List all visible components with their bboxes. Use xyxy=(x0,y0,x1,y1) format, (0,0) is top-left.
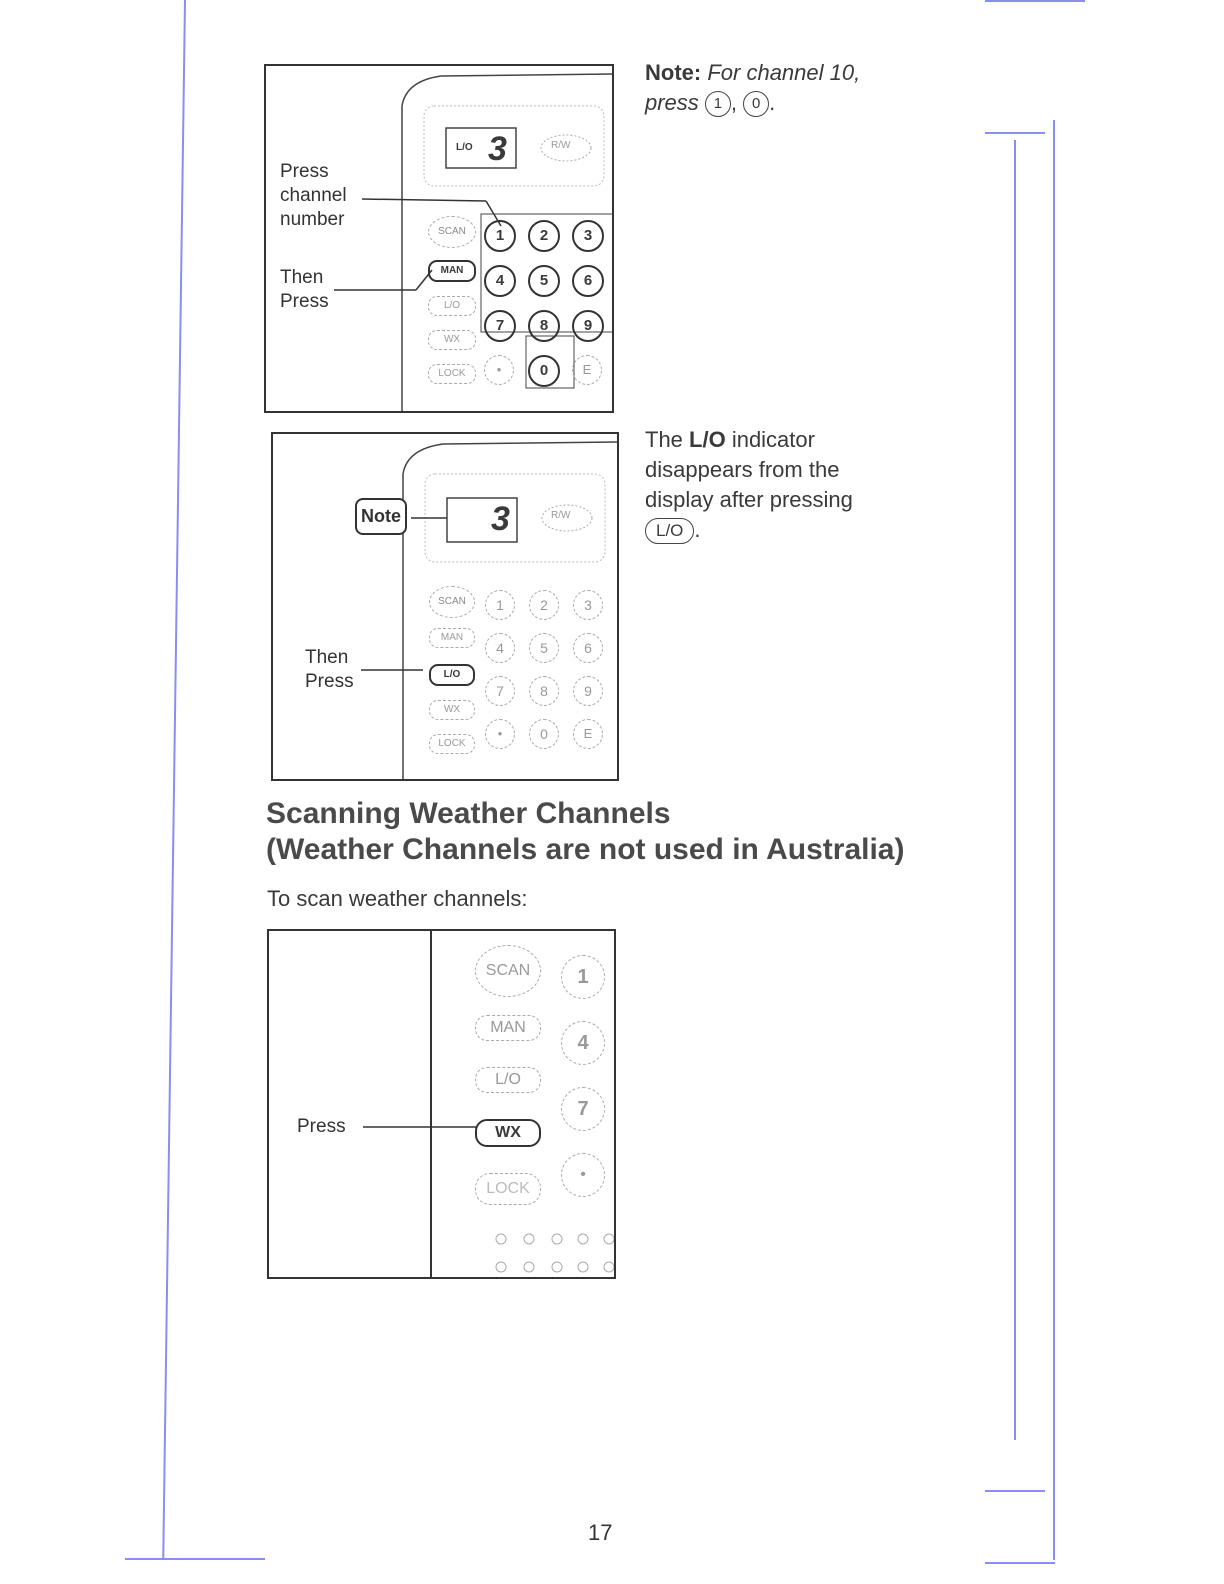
rw-indicator: R/W xyxy=(551,140,571,151)
lo-button[interactable]: L/O xyxy=(429,664,475,686)
note-callout: Note xyxy=(355,498,407,535)
scan-edge-line-right-2 xyxy=(1014,140,1016,1440)
key-9[interactable]: 9 xyxy=(573,676,603,706)
key-1[interactable]: 1 xyxy=(561,955,605,999)
key-dot[interactable]: • xyxy=(561,1153,605,1197)
scan-edge-line-bottom-right xyxy=(985,1562,1055,1564)
scan-edge-line-bottom xyxy=(125,1558,265,1560)
key-0[interactable]: 0 xyxy=(529,719,559,749)
key-5[interactable]: 5 xyxy=(529,633,559,663)
lo-button-icon: L/O xyxy=(645,518,695,545)
side-button-column: SCAN MAN L/O WX LOCK xyxy=(428,216,476,384)
scan-edge-line-low xyxy=(985,1490,1045,1492)
side-button-column-2: SCAN MAN L/O WX LOCK xyxy=(429,586,475,754)
note-label: Note: xyxy=(645,60,702,85)
display-digit: 3 xyxy=(488,130,507,168)
note-text: For channel 10, xyxy=(707,60,861,85)
key-3[interactable]: 3 xyxy=(572,220,604,252)
key-6[interactable]: 6 xyxy=(573,633,603,663)
side-button-column-3: SCAN MAN L/O WX LOCK xyxy=(475,945,541,1205)
wx-button[interactable]: WX xyxy=(429,700,475,720)
scan-edge-line-top xyxy=(985,0,1085,2)
key-1[interactable]: 1 xyxy=(485,590,515,620)
key-e[interactable]: E xyxy=(573,719,603,749)
scan-edge-line-right xyxy=(1053,120,1055,1560)
key-1-icon: 1 xyxy=(704,91,731,118)
key-7[interactable]: 7 xyxy=(484,310,516,342)
lo-button[interactable]: L/O xyxy=(475,1067,541,1093)
man-button[interactable]: MAN xyxy=(429,628,475,648)
note-separator: , xyxy=(730,90,738,115)
label-press-wx: Press xyxy=(297,1116,346,1137)
scan-button[interactable]: SCAN xyxy=(429,586,475,618)
key-1[interactable]: 1 xyxy=(484,220,516,252)
key-0[interactable]: 0 xyxy=(528,355,560,387)
wx-button[interactable]: WX xyxy=(475,1119,541,1147)
wx-button[interactable]: WX xyxy=(428,330,476,350)
key-e[interactable]: E xyxy=(572,355,602,385)
section-title-line2: (Weather Channels are not used in Austra… xyxy=(266,833,905,866)
key-5[interactable]: 5 xyxy=(528,265,560,297)
lock-button[interactable]: LOCK xyxy=(475,1173,541,1205)
key-4[interactable]: 4 xyxy=(485,633,515,663)
lo-text-before: The xyxy=(645,427,690,452)
figure-press-channel-number: L/O 3 R/W SCAN MAN L/O WX LOCK 1 2 3 4 5… xyxy=(264,64,614,413)
key-7[interactable]: 7 xyxy=(561,1087,605,1131)
scanner-illustration-3 xyxy=(363,931,614,1277)
page-number: 17 xyxy=(588,1520,613,1545)
man-button[interactable]: MAN xyxy=(475,1015,541,1041)
lo-text-bold: L/O xyxy=(689,427,726,452)
scan-button[interactable]: SCAN xyxy=(475,945,541,997)
rw-indicator-2: R/W xyxy=(551,510,571,521)
key-3[interactable]: 3 xyxy=(573,590,603,620)
figure-lo-button: 3 R/W Note SCAN MAN L/O WX LOCK 1 2 3 4 … xyxy=(271,432,619,781)
keypad-2: 1 2 3 4 5 6 7 8 9 • 0 E xyxy=(485,590,611,749)
key-2[interactable]: 2 xyxy=(528,220,560,252)
section-intro: To scan weather channels: xyxy=(267,886,528,911)
scan-button[interactable]: SCAN xyxy=(428,216,476,248)
lo-indicator-explanation: The L/O indicator disappears from the di… xyxy=(645,425,885,545)
key-8[interactable]: 8 xyxy=(528,310,560,342)
key-9[interactable]: 9 xyxy=(572,310,604,342)
key-4[interactable]: 4 xyxy=(561,1021,605,1065)
scan-edge-line-left xyxy=(162,0,186,1560)
lock-button[interactable]: LOCK xyxy=(428,364,476,384)
section-title-line1: Scanning Weather Channels xyxy=(266,797,671,830)
display-digit-2: 3 xyxy=(491,500,510,538)
key-dot[interactable]: • xyxy=(484,355,514,385)
key-dot[interactable]: • xyxy=(485,719,515,749)
note-press-word: press xyxy=(645,90,699,115)
note-end: . xyxy=(769,90,776,115)
lo-button[interactable]: L/O xyxy=(428,296,476,316)
figure-press-wx: SCAN MAN L/O WX LOCK 1 4 7 • Press xyxy=(267,929,616,1279)
keypad: 1 2 3 4 5 6 7 8 9 • 0 E xyxy=(484,220,610,387)
lo-text-end: . xyxy=(694,517,701,542)
key-8[interactable]: 8 xyxy=(529,676,559,706)
key-4[interactable]: 4 xyxy=(484,265,516,297)
label-press-channel-number: Press channel number xyxy=(280,161,347,230)
lo-text-after: indicator disappears from the display af… xyxy=(645,427,853,512)
scanner-illustration-2 xyxy=(361,441,617,779)
note-channel-10: Note: For channel 10, press 1, 0. xyxy=(645,58,925,118)
lock-button[interactable]: LOCK xyxy=(429,734,475,754)
lo-indicator: L/O xyxy=(456,142,473,153)
label-then-press-2: Then Press xyxy=(305,647,354,692)
key-0-icon: 0 xyxy=(743,91,770,118)
scan-edge-line-mid xyxy=(985,132,1045,134)
man-button[interactable]: MAN xyxy=(428,260,476,282)
key-6[interactable]: 6 xyxy=(572,265,604,297)
label-then-press: Then Press xyxy=(280,267,329,312)
key-2[interactable]: 2 xyxy=(529,590,559,620)
keypad-3: 1 4 7 • xyxy=(561,955,607,1197)
key-7[interactable]: 7 xyxy=(485,676,515,706)
